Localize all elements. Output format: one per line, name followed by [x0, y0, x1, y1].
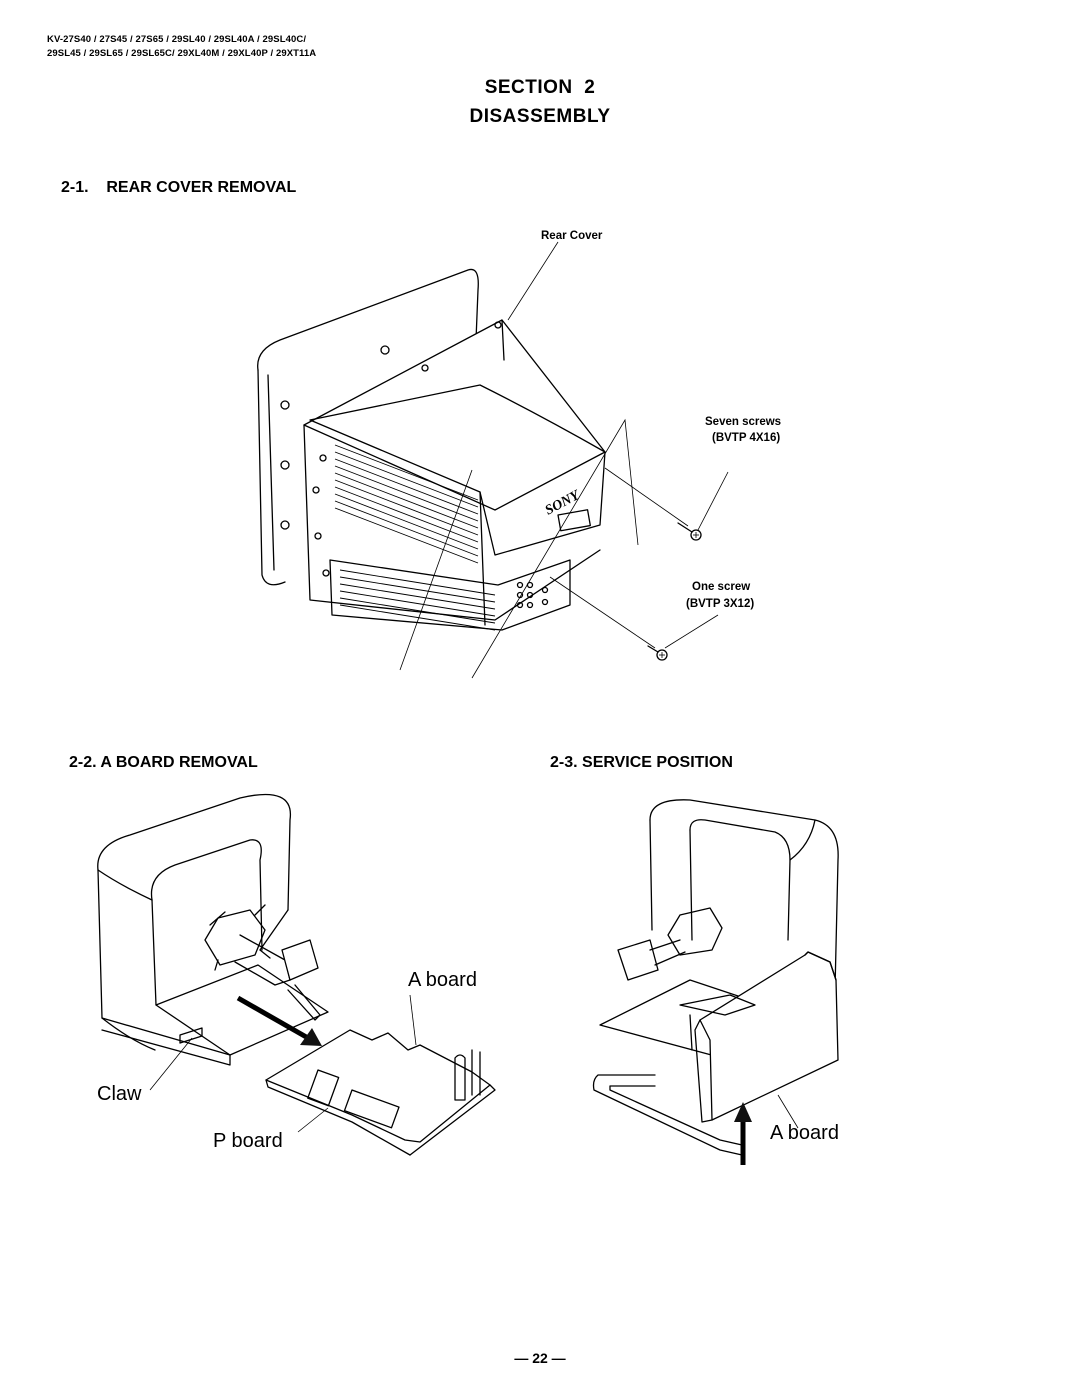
p-board-leader-line	[297, 1107, 329, 1133]
cover-screw-holes	[312, 321, 502, 577]
a-board-upright-pcb	[679, 951, 839, 1123]
a-board-service-leader-line	[777, 1094, 799, 1129]
heading-a-board-removal: 2-2. A BOARD REMOVAL	[69, 754, 258, 771]
label-seven-screws-spec: (BVTP 4X16)	[712, 432, 781, 444]
service-position-diagram	[592, 799, 839, 1165]
section-number: SECTION 2	[484, 77, 596, 98]
upper-vent-slots	[334, 444, 479, 564]
label-a-board-service: A board	[770, 1122, 839, 1144]
page-number: — 22 —	[514, 1350, 566, 1366]
a-board-pcb	[265, 1029, 496, 1156]
rear-cover-removal-diagram: SONY	[257, 241, 729, 679]
rear-cover-leader-line	[507, 241, 559, 321]
label-rear-cover: Rear Cover	[541, 230, 603, 242]
heading-rear-cover-removal: 2-1. REAR COVER REMOVAL	[61, 179, 297, 196]
label-one-screw: One screw	[692, 581, 751, 593]
label-one-screw-spec: (BVTP 3X12)	[686, 598, 755, 610]
model-list-line-1: KV-27S40 / 27S45 / 27S65 / 29SL40 / 29SL…	[47, 34, 307, 45]
lift-direction-arrow	[734, 1102, 752, 1165]
label-seven-screws: Seven screws	[705, 416, 782, 428]
a-board-leader-line	[409, 994, 417, 1046]
a-board-removal-diagram	[97, 793, 496, 1156]
screw-bvtp-3x12-icon	[647, 645, 668, 661]
section-title: DISASSEMBLY	[469, 106, 611, 127]
removal-direction-arrow	[236, 995, 322, 1046]
heading-service-position: 2-3. SERVICE POSITION	[550, 754, 733, 771]
label-a-board-removal: A board	[408, 969, 477, 991]
rear-terminal-jacks	[516, 581, 549, 609]
lower-vent-slots	[339, 569, 496, 631]
claw-leader-line	[149, 1037, 193, 1091]
screw-bvtp-4x16-icon	[677, 522, 702, 541]
label-claw: Claw	[97, 1083, 142, 1105]
model-list-line-2: 29SL45 / 29SL65 / 29SL65C/ 29XL40M / 29X…	[47, 48, 317, 59]
label-p-board: P board	[213, 1130, 283, 1152]
